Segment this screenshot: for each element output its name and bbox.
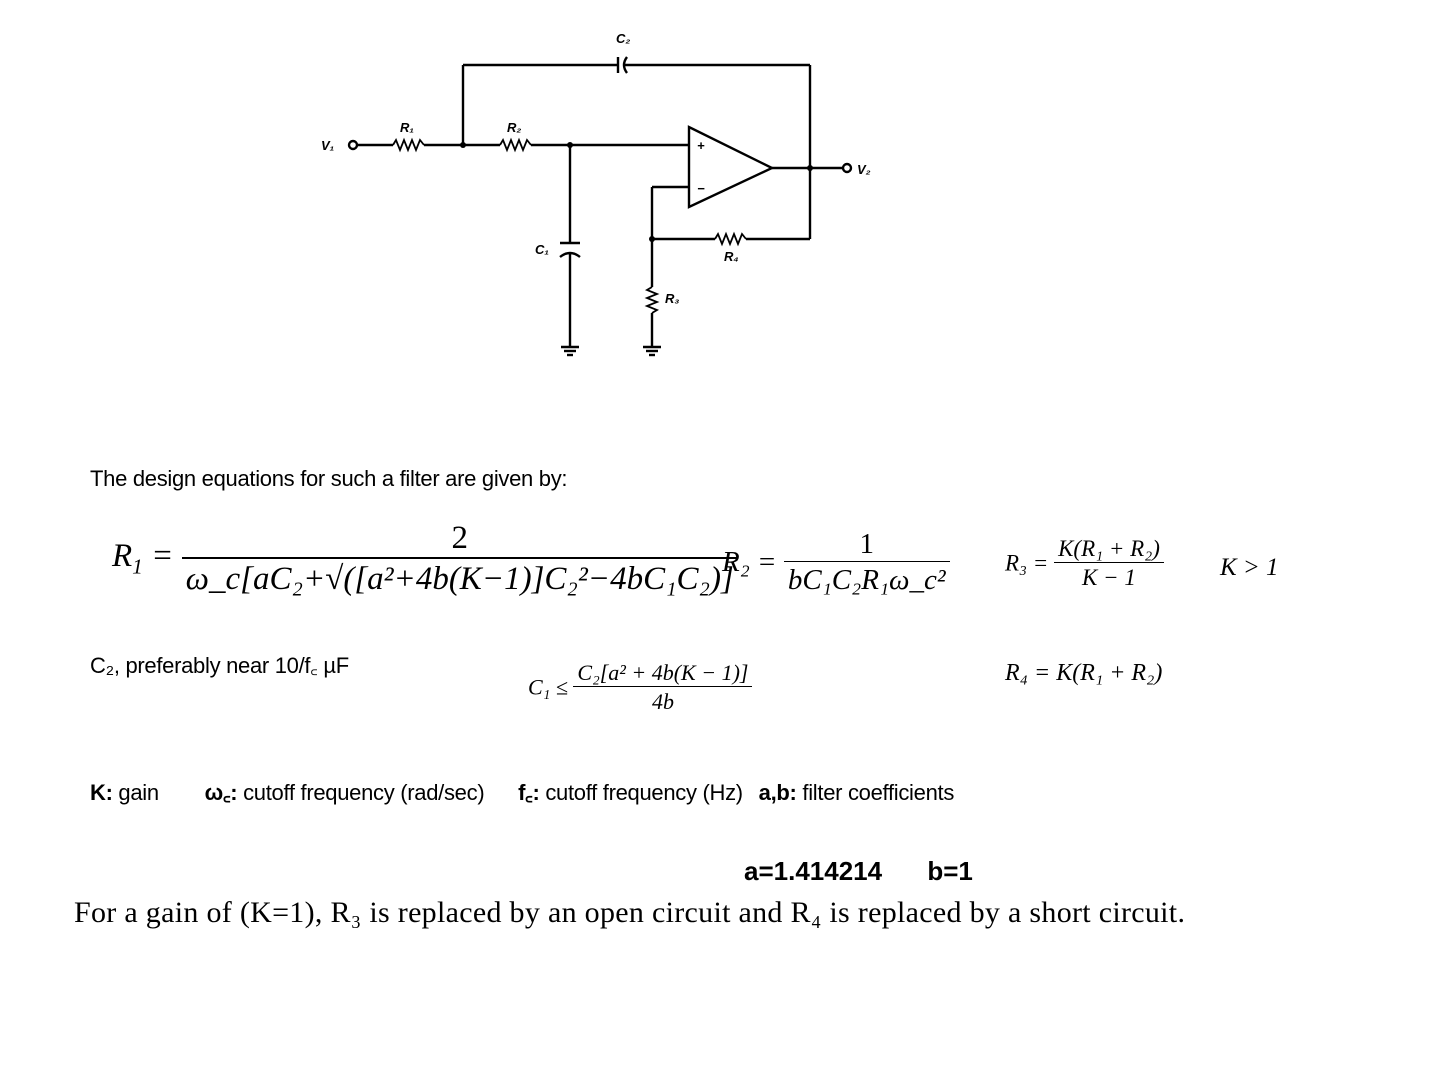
r1-numerator: 2 <box>451 520 469 556</box>
variable-legend: K: gain ω꜀: cutoff frequency (rad/sec) f… <box>90 777 954 807</box>
legend-ab: a,b: filter coefficients <box>758 780 955 805</box>
c1-inequality: C₁ ≤ C₂[a² + 4b(K − 1)] 4b <box>528 660 753 715</box>
legend-k: K: gain <box>90 780 159 805</box>
coefficient-a: a=1.414214 <box>744 856 883 886</box>
r1-lhs: R1 = <box>112 538 174 579</box>
r3-label: R₃ <box>665 291 679 306</box>
r4-equation: R₄ = K(R₁ + R₂) <box>1005 660 1163 686</box>
r1-fraction: 2 ω_c[aC₂+√([a²+4b(K−1)]C₂²−4bC₁C₂)] <box>181 520 738 598</box>
v2-label: V₂ <box>857 162 871 177</box>
coefficient-b: b=1 <box>927 856 973 886</box>
c1-denominator: 4b <box>573 686 753 715</box>
footer-note: For a gain of (K=1), R₃ is replaced by a… <box>74 896 1186 929</box>
intro-text: The design equations for such a filter a… <box>90 466 568 491</box>
r1-equation: R1 = 2 ω_c[aC₂+√([a²+4b(K−1)]C₂²−4bC₁C₂)… <box>112 520 738 598</box>
c1-fraction: C₂[a² + 4b(K − 1)] 4b <box>573 660 753 715</box>
r2-lhs: R₂ = <box>722 546 777 578</box>
r3-numerator: K(R₁ + R₂) <box>1058 536 1160 561</box>
k-condition: K > 1 <box>1220 554 1279 581</box>
r2-numerator: 1 <box>859 528 874 560</box>
legend-fc: f꜀: cutoff frequency (Hz) <box>518 780 743 805</box>
opamp-plus-label: + <box>697 138 705 153</box>
circuit-diagram: C₂ R₁ R₂ V₁ V₂ C₁ R₄ R₃ + − <box>321 31 871 357</box>
r2-fraction: 1 bC₁C₂R₁ω_c² <box>783 528 950 597</box>
r2-equation: R₂ = 1 bC₁C₂R₁ω_c² <box>722 528 950 597</box>
r4-label: R₄ <box>724 249 739 264</box>
r1-label: R₁ <box>400 120 414 135</box>
opamp-minus-label: − <box>697 181 705 196</box>
r3-lhs: R₃ = <box>1005 550 1049 576</box>
c1-label: C₁ <box>535 242 549 257</box>
r2-label: R₂ <box>507 120 521 135</box>
r3-equation: R₃ = K(R₁ + R₂) K − 1 <box>1005 536 1164 591</box>
r2-denominator: bC₁C₂R₁ω_c² <box>783 561 950 597</box>
c1-numerator: C₂[a² + 4b(K − 1)] <box>577 660 749 685</box>
r3-denominator: K − 1 <box>1054 562 1164 591</box>
c2-note: C₂, preferably near 10/f꜀ µF <box>90 653 349 678</box>
v1-label: V₁ <box>321 138 334 153</box>
r1-denominator: ω_c[aC₂+√([a²+4b(K−1)]C₂²−4bC₁C₂)] <box>181 557 738 598</box>
c2-label: C₂ <box>616 31 630 46</box>
r3-fraction: K(R₁ + R₂) K − 1 <box>1054 536 1164 591</box>
legend-wc: ω꜀: cutoff frequency (rad/sec) <box>204 780 485 805</box>
c1-lhs: C₁ ≤ <box>528 674 568 700</box>
coefficients: a=1.414214 b=1 <box>744 856 973 887</box>
